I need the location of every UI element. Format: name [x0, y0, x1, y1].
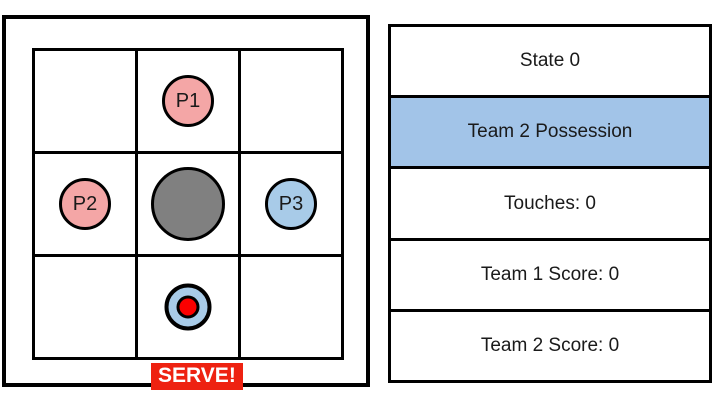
court-grid: P1 P2 P3: [32, 48, 344, 360]
ball-token[interactable]: [164, 283, 212, 331]
player-label-p2: P2: [72, 193, 98, 215]
court-cell-2-0[interactable]: [35, 257, 138, 360]
court-cell-1-0[interactable]: P2: [35, 154, 138, 257]
court-cell-0-2[interactable]: [241, 51, 344, 154]
status-panel: State 0 Team 2 Possession Touches: 0 Tea…: [388, 24, 712, 383]
ball-core-icon: [176, 295, 200, 319]
player-label-p1: P1: [175, 90, 201, 112]
status-text-possession: Team 2 Possession: [467, 121, 633, 143]
net-token: [151, 167, 225, 241]
court-cell-1-1[interactable]: [138, 154, 241, 257]
court-panel: P1 P2 P3 SERVE!: [2, 15, 370, 390]
player-token-p1[interactable]: P1: [162, 75, 214, 127]
court-cell-1-2[interactable]: P3: [241, 154, 344, 257]
court-cell-2-1[interactable]: [138, 257, 241, 360]
court-cell-2-2[interactable]: [241, 257, 344, 360]
status-row-touches: Touches: 0: [391, 169, 709, 241]
status-text-state: State 0: [519, 50, 581, 72]
status-text-team2-score: Team 2 Score: 0: [480, 334, 620, 356]
status-row-state: State 0: [391, 27, 709, 99]
status-row-team1-score: Team 1 Score: 0: [391, 240, 709, 312]
player-label-p3: P3: [278, 193, 304, 215]
status-row-team2-score: Team 2 Score: 0: [391, 311, 709, 381]
status-row-possession: Team 2 Possession: [391, 98, 709, 170]
status-text-touches: Touches: 0: [504, 192, 596, 214]
serve-badge: SERVE!: [151, 363, 243, 390]
court-cell-0-0[interactable]: [35, 51, 138, 154]
status-text-team1-score: Team 1 Score: 0: [480, 263, 620, 285]
court-cell-0-1[interactable]: P1: [138, 51, 241, 154]
player-token-p2[interactable]: P2: [59, 178, 111, 230]
player-token-p3[interactable]: P3: [265, 178, 317, 230]
